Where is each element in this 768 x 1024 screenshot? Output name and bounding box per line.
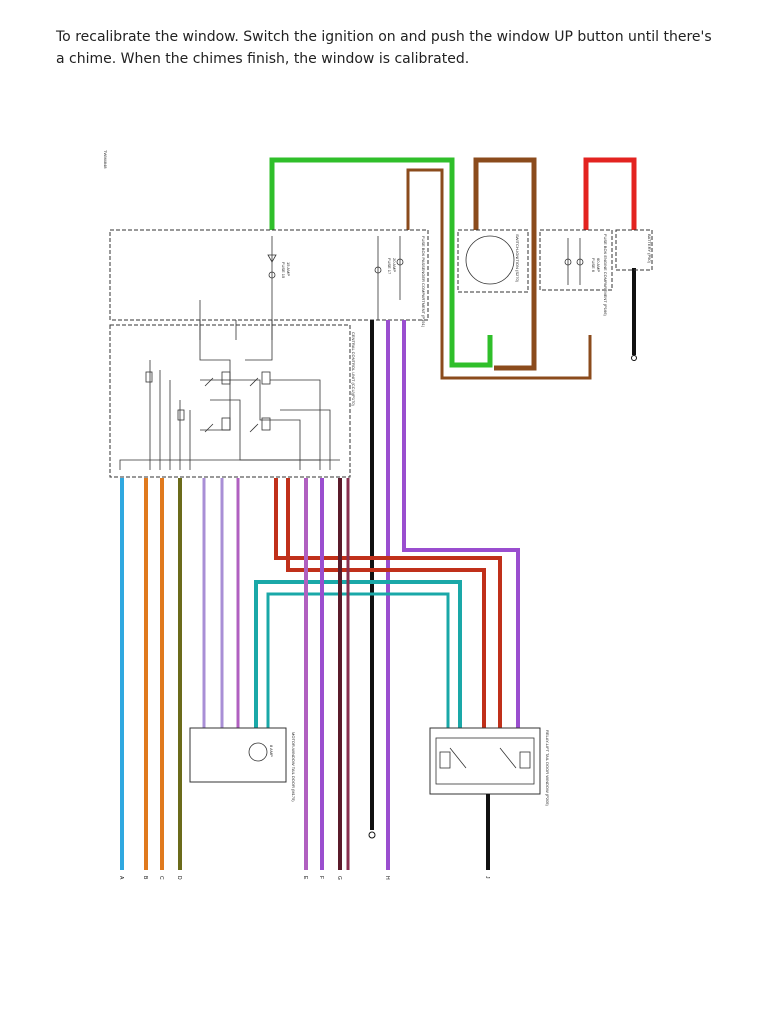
wire-brown-1: [406, 168, 592, 380]
wire-teal: [254, 580, 462, 728]
svg-text:RELAY-LIFT TAIL DOOR WINDOW (P: RELAY-LIFT TAIL DOOR WINDOW (P205): [545, 730, 550, 807]
wire-dark-red-2: [286, 478, 486, 728]
central-control-unit: [109, 324, 351, 478]
svg-text:FUSE 17: FUSE 17: [387, 258, 392, 275]
fuse-symbols: [267, 236, 584, 320]
svg-text:FUSE BOX ENGINE COMPARTMENT (P: FUSE BOX ENGINE COMPARTMENT (P166): [603, 234, 608, 316]
wire-purple-switch: [402, 320, 520, 728]
svg-text:CENTRAL CONTROL UNIT (CCU)(P17: CENTRAL CONTROL UNIT (CCU)(P170): [351, 332, 356, 407]
wire-brown-1b: [412, 174, 438, 373]
window-motor: [189, 727, 287, 783]
terminal-labels: A B C D E F G H J: [118, 876, 490, 880]
svg-text:BATTERY (P90): BATTERY (P90): [647, 234, 652, 264]
svg-text:B: B: [142, 876, 148, 880]
wire-green: [269, 157, 493, 368]
svg-text:MOTOR-WINDOW TAIL DOOR (M175): MOTOR-WINDOW TAIL DOOR (M175): [291, 732, 296, 802]
drawing-number: TWM4848: [103, 150, 108, 169]
fuse-box-passenger: [109, 229, 429, 321]
battery: [615, 229, 653, 271]
svg-text:FUSE 6: FUSE 6: [591, 258, 596, 273]
svg-text:J: J: [484, 876, 490, 879]
svg-text:15 AMP: 15 AMP: [286, 262, 291, 276]
svg-text:H: H: [384, 876, 390, 880]
svg-text:SWITCH-IGNITION (S270): SWITCH-IGNITION (S270): [515, 234, 520, 283]
wire-teal-2: [266, 592, 450, 728]
wire-red: [583, 157, 637, 230]
svg-text:20 AMP: 20 AMP: [392, 258, 397, 272]
svg-text:G: G: [336, 876, 342, 880]
svg-text:F: F: [318, 876, 324, 879]
ccu-circuitry: [119, 300, 340, 470]
fuse-box-engine: [539, 229, 613, 291]
wire-dark-red: [274, 478, 502, 728]
svg-text:D: D: [176, 876, 182, 880]
motor-symbol: [248, 742, 268, 762]
window-switch: [429, 727, 541, 795]
svg-text:C: C: [158, 876, 164, 880]
svg-text:8 AMP: 8 AMP: [269, 745, 274, 757]
svg-text:A: A: [118, 876, 124, 880]
svg-text:FUSE BOX PASSENGER COMPARTMENT: FUSE BOX PASSENGER COMPARTMENT (P191): [421, 236, 426, 328]
svg-text:FUSE 15: FUSE 15: [281, 262, 286, 279]
svg-text:60 AMP: 60 AMP: [596, 258, 601, 272]
svg-text:E: E: [302, 876, 308, 880]
intro-text: To recalibrate the window. Switch the ig…: [56, 29, 712, 67]
wire-brown-2: [473, 157, 537, 371]
